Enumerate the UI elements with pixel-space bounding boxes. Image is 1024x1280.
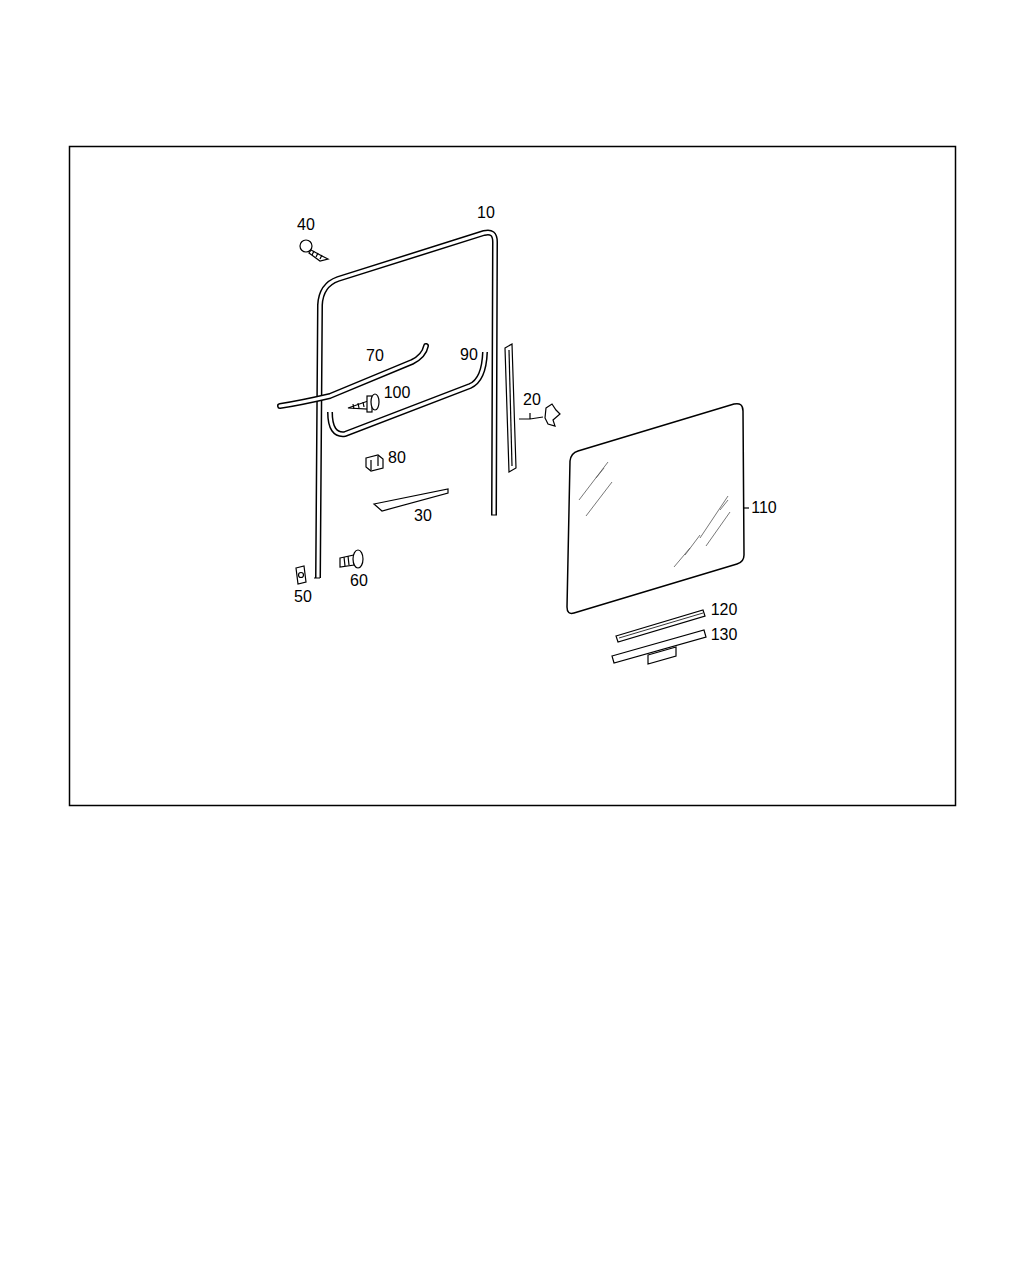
callout-number: 130 <box>711 627 738 643</box>
callout-number: 30 <box>414 508 432 524</box>
callout-number: 80 <box>388 450 406 466</box>
glass-pane <box>567 404 749 614</box>
clip-nut <box>296 566 306 584</box>
screw <box>348 394 379 412</box>
callout-number: 20 <box>523 392 541 408</box>
callout-number: 90 <box>460 347 478 363</box>
callout-number: 100 <box>384 385 411 401</box>
adhesive-strip <box>374 489 448 511</box>
guide-rail <box>505 344 560 472</box>
frame-seal <box>314 232 497 578</box>
callout-number: 50 <box>294 589 312 605</box>
window-seal <box>330 352 485 434</box>
glass-holder <box>612 630 706 664</box>
callout-number: 70 <box>366 348 384 364</box>
screw <box>340 550 363 568</box>
clip <box>366 455 383 471</box>
callout-number: 120 <box>711 602 738 618</box>
callout-number: 110 <box>751 500 777 516</box>
screw <box>300 240 328 261</box>
frame <box>70 147 956 806</box>
callout-number: 40 <box>297 217 315 233</box>
callout-number: 60 <box>350 573 368 589</box>
trim-strip <box>280 346 426 406</box>
callout-number: 10 <box>477 205 495 221</box>
